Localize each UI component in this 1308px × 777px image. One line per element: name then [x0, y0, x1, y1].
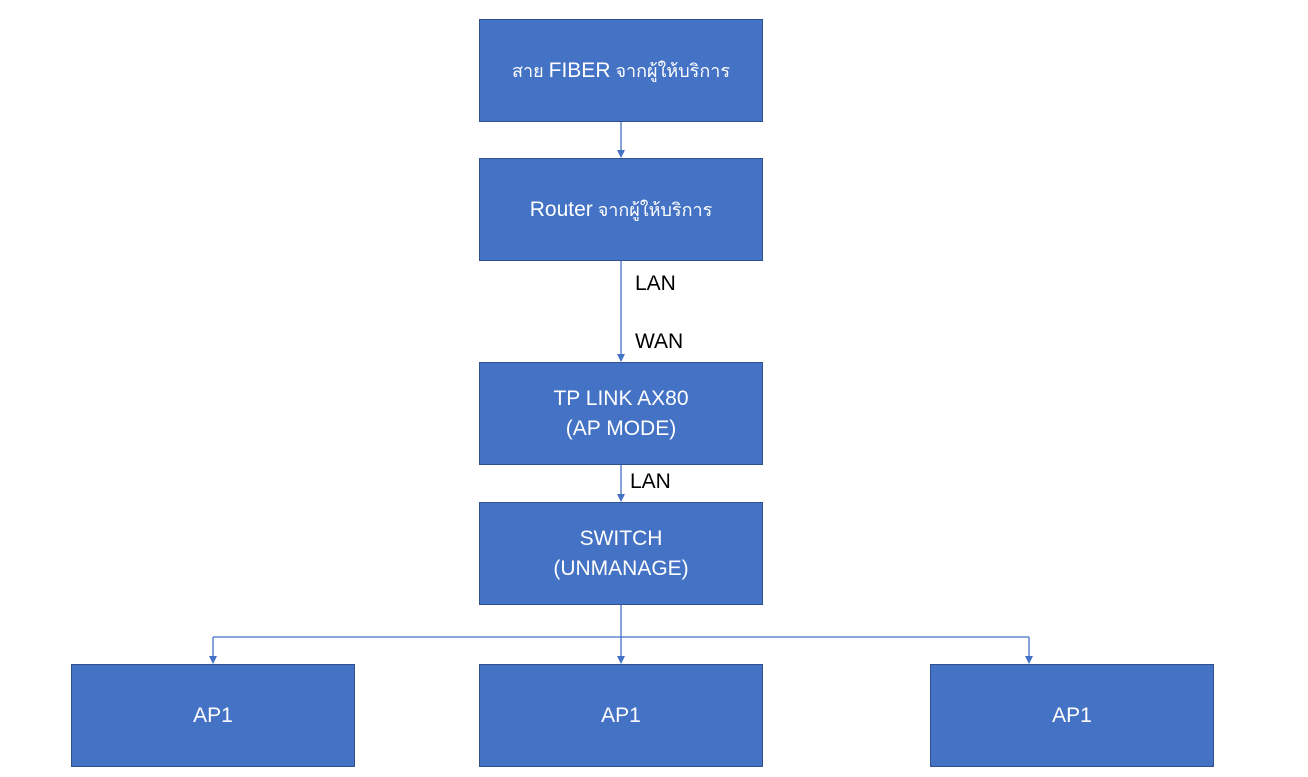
router-suffix: จากผู้ให้บริการ	[592, 199, 713, 220]
fiber-node-label: สาย FIBER จากผู้ให้บริการ	[512, 56, 730, 86]
router-main: Router	[529, 197, 593, 221]
tplink-node: TP LINK AX80 (AP MODE)	[479, 362, 763, 465]
switch-line2: (UNMANAGE)	[553, 556, 689, 580]
router-node: Router จากผู้ให้บริการ	[479, 158, 763, 261]
ap-right-label: AP1	[1052, 703, 1092, 727]
edge-label-tplink-wan: WAN	[635, 330, 684, 353]
ap-left-label: AP1	[193, 703, 233, 727]
fiber-main: FIBER	[548, 58, 611, 82]
tplink-line1: TP LINK AX80	[553, 386, 689, 410]
fiber-prefix: สาย	[511, 60, 549, 81]
fiber-node: สาย FIBER จากผู้ให้บริการ	[479, 19, 763, 122]
fiber-suffix: จากผู้ให้บริการ	[610, 60, 731, 81]
tplink-line2: (AP MODE)	[565, 416, 677, 440]
router-node-label: Router จากผู้ให้บริการ	[530, 195, 713, 225]
edge-label-router-lan: LAN	[635, 272, 676, 295]
ap-node-right: AP1	[930, 664, 1214, 767]
switch-line1: SWITCH	[579, 526, 663, 550]
ap-center-label: AP1	[601, 703, 641, 727]
ap-node-left: AP1	[71, 664, 355, 767]
edge-label-tplink-lan: LAN	[630, 470, 671, 493]
switch-node: SWITCH (UNMANAGE)	[479, 502, 763, 605]
ap-node-center: AP1	[479, 664, 763, 767]
